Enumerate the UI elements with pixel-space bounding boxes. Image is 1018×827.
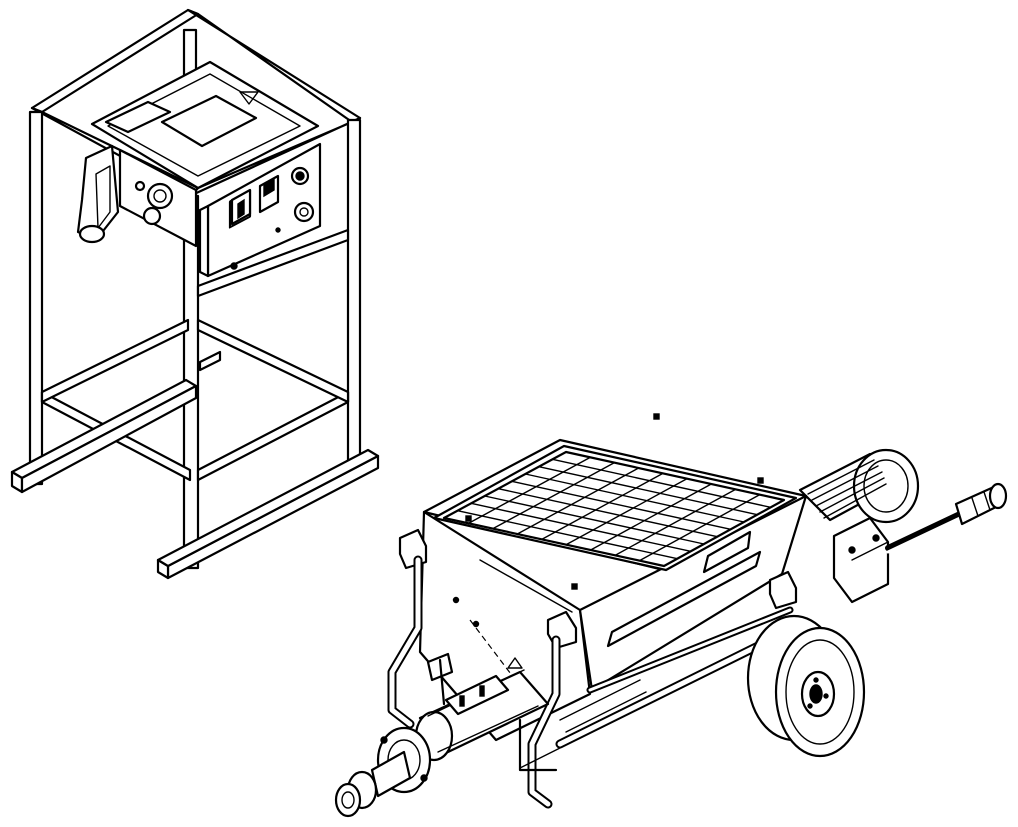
hopper-brackets	[398, 528, 798, 650]
grid-bar	[456, 509, 679, 560]
grid-bar	[467, 456, 591, 525]
pump-stator	[414, 652, 550, 762]
grid-bar	[638, 493, 761, 562]
control-box	[198, 142, 322, 278]
grid-bar	[541, 472, 664, 541]
grid-bar	[511, 480, 732, 531]
grid-bar	[538, 465, 759, 516]
grid-bars	[456, 456, 772, 562]
mortar-pump	[334, 413, 1008, 818]
hopper-grid-cover	[432, 413, 798, 590]
frame-feet	[10, 378, 380, 580]
frame-cross-rails	[40, 228, 350, 482]
handle-frame	[387, 555, 794, 809]
grid-bar	[470, 502, 692, 553]
pump-screw	[518, 679, 647, 772]
side-panel	[118, 148, 198, 248]
motor-junction-box-icon	[832, 516, 890, 604]
hopper-tray	[90, 60, 320, 190]
wheel	[746, 614, 866, 758]
outlet-chute	[76, 144, 120, 244]
grid-bar	[614, 488, 737, 557]
grid-bar	[589, 483, 713, 551]
grid-bar	[483, 495, 705, 545]
grid-bar	[551, 458, 772, 509]
grid-bar	[492, 461, 616, 530]
drive-motor	[798, 448, 920, 604]
grid-bar	[497, 487, 719, 538]
grid-bar	[524, 473, 745, 523]
frame-stand	[10, 8, 380, 580]
pump-outlet	[334, 726, 432, 818]
grid-bar	[565, 477, 688, 546]
grid-bar	[516, 467, 640, 535]
power-cable	[885, 482, 1008, 554]
connector-icon	[293, 201, 315, 223]
